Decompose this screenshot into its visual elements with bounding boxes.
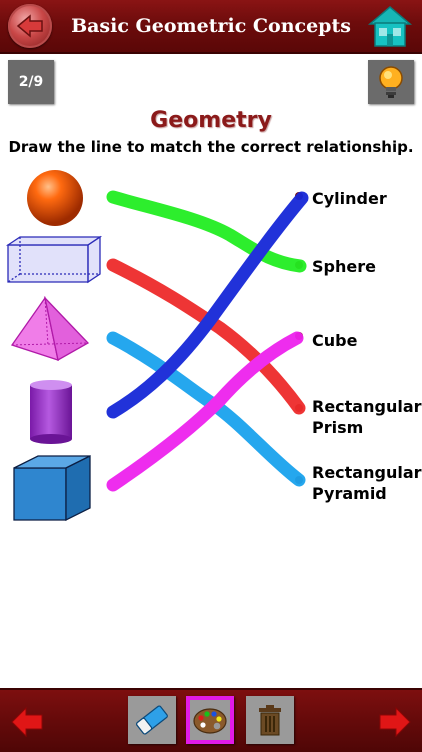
title-bar: Basic Geometric Concepts: [0, 0, 422, 54]
matching-canvas[interactable]: [0, 160, 422, 530]
answer-label-line2: Prism: [312, 418, 364, 437]
right-arrow-icon: [379, 706, 411, 738]
home-button[interactable]: [366, 4, 414, 48]
next-button[interactable]: [378, 706, 412, 738]
rectangular-prism-image: [5, 235, 103, 284]
app-title: Basic Geometric Concepts: [71, 15, 351, 37]
hint-button[interactable]: [368, 60, 414, 104]
sphere-image: [27, 170, 83, 226]
eraser-button[interactable]: [128, 696, 176, 744]
palette-icon: [193, 708, 227, 734]
answer-label-line1: Rectangular: [312, 397, 422, 416]
answer-sphere[interactable]: Sphere: [312, 256, 376, 277]
answer-rectangular-prism[interactable]: Rectangular Prism: [312, 396, 422, 438]
answer-cylinder[interactable]: Cylinder: [312, 188, 387, 209]
home-icon: [367, 6, 413, 47]
answer-cube[interactable]: Cube: [312, 330, 357, 351]
color-palette-button[interactable]: [186, 696, 234, 744]
answer-label: Cylinder: [312, 189, 387, 208]
answer-label-line2: Pyramid: [312, 484, 387, 503]
match-line-cube: [106, 331, 304, 492]
left-arrow-icon: [11, 706, 43, 738]
match-line-sphere: [106, 190, 307, 273]
bottom-toolbar: [0, 688, 422, 752]
previous-button[interactable]: [10, 706, 44, 738]
pyramid-image: [10, 295, 90, 362]
subject-heading: Geometry: [150, 108, 272, 133]
answer-label-line1: Rectangular: [312, 463, 422, 482]
match-line-cylinder: [106, 191, 309, 419]
question-progress: 2/9: [8, 60, 54, 104]
instructions-text: Draw the line to match the correct relat…: [8, 138, 414, 156]
trash-icon: [259, 705, 281, 736]
back-arrow-icon: [16, 14, 43, 38]
lightbulb-icon: [379, 66, 403, 98]
answer-rectangular-pyramid[interactable]: Rectangular Pyramid: [312, 462, 422, 504]
matching-board[interactable]: Cylinder Sphere Cube Rectangular Prism R…: [0, 160, 422, 530]
eraser-icon: [136, 705, 168, 735]
answer-label: Cube: [312, 331, 358, 350]
cylinder-image: [30, 380, 72, 444]
back-button[interactable]: [8, 4, 52, 48]
match-line-prism: [106, 258, 306, 415]
clear-button[interactable]: [246, 696, 294, 744]
cube-image: [13, 454, 91, 522]
answer-label: Sphere: [312, 257, 376, 276]
